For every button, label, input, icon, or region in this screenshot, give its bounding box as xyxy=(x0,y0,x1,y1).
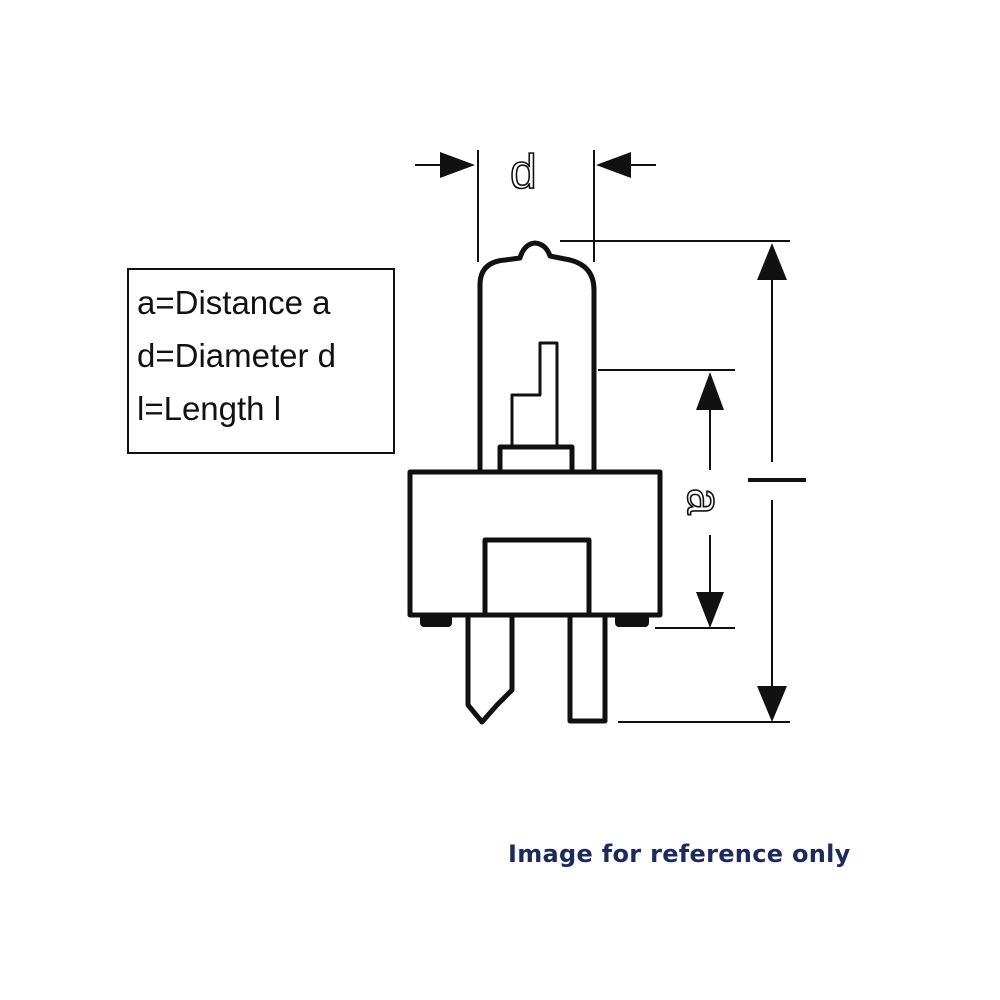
legend-box: a=Distance a d=Diameter d l=Length l xyxy=(127,268,395,454)
arrow-right-icon xyxy=(440,152,475,178)
legend-line-distance: a=Distance a xyxy=(137,284,331,321)
legend-line-length: l=Length l xyxy=(137,390,282,427)
bulb-envelope xyxy=(477,240,597,472)
diameter-label: d xyxy=(510,146,537,199)
filament-stem xyxy=(497,444,575,475)
length-label-mark xyxy=(748,478,806,482)
arrow-down-icon xyxy=(757,686,787,722)
pin-right xyxy=(567,610,608,724)
filament xyxy=(510,341,559,447)
base-socket xyxy=(482,537,592,618)
arrow-up-icon xyxy=(696,372,724,410)
reference-note: Image for reference only xyxy=(508,840,851,868)
distance-label: a xyxy=(677,488,730,515)
arrow-up-icon xyxy=(757,243,787,280)
legend-line-diameter: d=Diameter d xyxy=(137,337,337,374)
arrow-left-icon xyxy=(596,152,631,178)
pin-left xyxy=(465,613,515,725)
arrow-down-icon xyxy=(696,592,724,628)
